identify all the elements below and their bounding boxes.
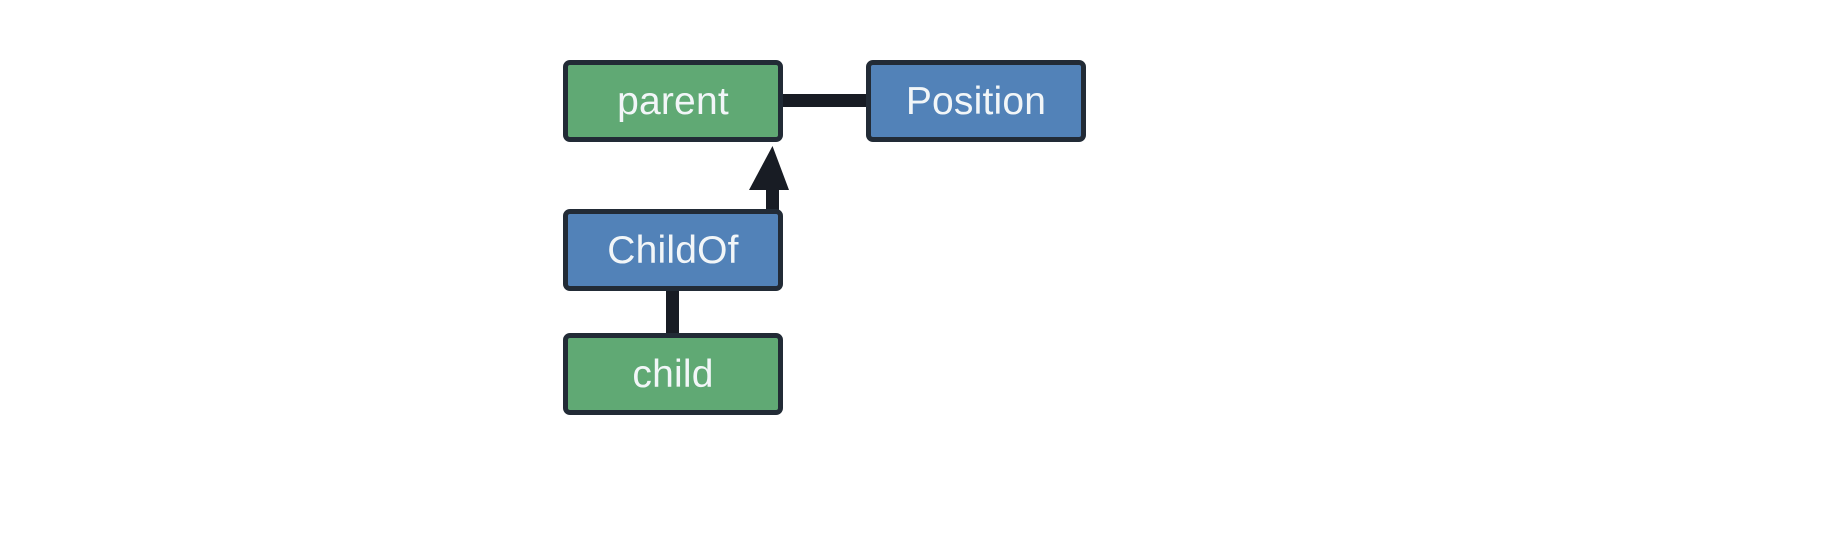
node-parent[interactable]: parent [563,60,783,142]
node-childof[interactable]: ChildOf [563,209,783,291]
node-parent-label: parent [617,79,729,123]
node-child[interactable]: child [563,333,783,415]
node-childof-label: ChildOf [607,228,739,272]
node-position[interactable]: Position [866,60,1086,142]
node-position-label: Position [905,79,1047,123]
edge-child-to-childof [666,291,679,335]
edge-childof-to-parent [749,146,789,214]
node-child-label: child [632,352,714,396]
